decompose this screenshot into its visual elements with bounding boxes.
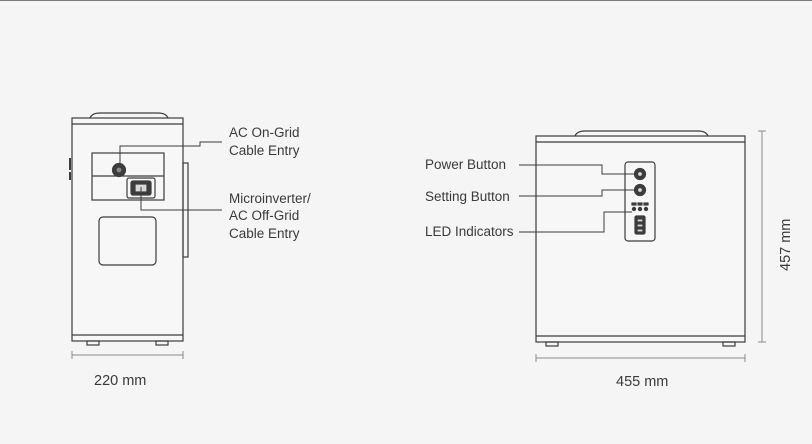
ac-on-grid-label-line1: AC On-Grid bbox=[229, 125, 300, 140]
front-view-callouts bbox=[519, 164, 634, 233]
power-button-label: Power Button bbox=[425, 157, 507, 172]
side-width-dimension-label: 220 mm bbox=[94, 373, 147, 389]
microinverter-label-line3: Cable Entry bbox=[229, 226, 300, 241]
led-indicators-label: LED Indicators bbox=[425, 224, 514, 239]
side-width-dimension-line bbox=[71, 351, 184, 359]
front-height-dimension-line bbox=[758, 130, 766, 343]
side-view-callouts bbox=[119, 141, 222, 211]
microinverter-label-line1: Microinverter/ bbox=[229, 191, 311, 206]
front-height-dimension-label: 457 mm bbox=[778, 218, 794, 271]
front-width-dimension-label: 455 mm bbox=[616, 374, 669, 390]
microinverter-label-line2: AC Off-Grid bbox=[229, 208, 300, 223]
top-border-line bbox=[0, 0, 812, 1]
front-width-dimension-line bbox=[535, 354, 746, 362]
ac-on-grid-label-line2: Cable Entry bbox=[229, 143, 300, 158]
setting-button-label: Setting Button bbox=[425, 189, 510, 204]
side-view-device bbox=[69, 112, 189, 346]
front-view-device bbox=[535, 130, 746, 347]
